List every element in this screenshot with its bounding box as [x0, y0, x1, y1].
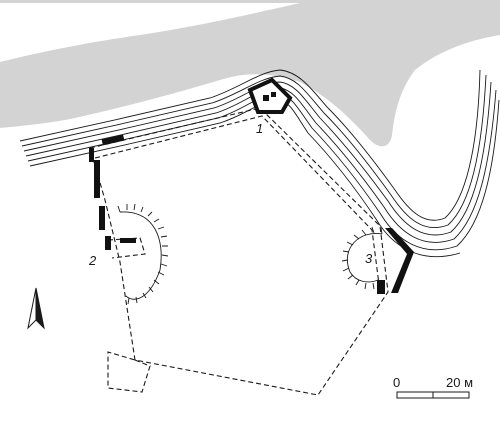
tower-3-label: 3: [365, 251, 373, 266]
tower-2-label: 2: [88, 253, 97, 268]
tower-1-label: 1: [256, 121, 263, 136]
ditch-hachures: [117, 203, 383, 305]
scale-bar: 0 20 м: [393, 375, 473, 399]
scale-bar-end-label: 20 м: [446, 375, 473, 390]
river-area: [0, 0, 500, 147]
north-arrow-icon: [27, 287, 45, 330]
scale-bar-start-label: 0: [393, 375, 400, 390]
preserved-walls: [89, 134, 414, 294]
tower-1: [247, 77, 293, 114]
